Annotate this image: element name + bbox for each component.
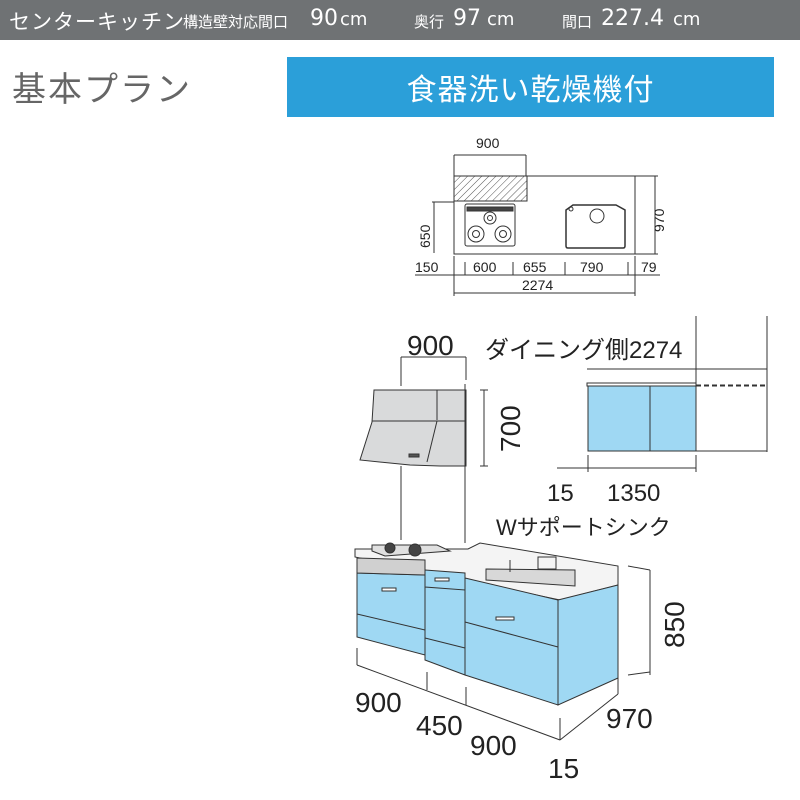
- top-hob-depth: 650: [417, 224, 433, 248]
- width-unit: cm: [340, 9, 368, 30]
- side-hood-width: 900: [407, 330, 454, 361]
- seg-150: 150: [415, 259, 439, 275]
- front-height: 850: [659, 601, 690, 648]
- range-hood: [359, 384, 467, 543]
- top-view-plan: 900 970 650: [415, 135, 667, 296]
- feature-banner: 食器洗い乾燥機付: [287, 57, 774, 117]
- depth-value: 97: [453, 6, 481, 31]
- kitchen-cabinet-iso: [354, 542, 619, 706]
- header-bar: センターキッチン 構造壁対応間口 90 cm 奥行 97 cm 間口 227.4…: [0, 0, 800, 40]
- seg-790: 790: [580, 259, 604, 275]
- seg-600: 600: [473, 259, 497, 275]
- top-hood-width: 900: [476, 135, 500, 151]
- depth-unit: cm: [487, 9, 515, 30]
- top-total-width: 2274: [522, 277, 553, 293]
- width-value: 90: [310, 6, 338, 31]
- kitchen-type-title: センターキッチン: [9, 10, 185, 34]
- top-depth-total: 970: [651, 208, 667, 232]
- front-seg-left: 900: [355, 687, 402, 718]
- dining-offset: 15: [547, 480, 574, 507]
- seg-655: 655: [523, 259, 547, 275]
- sink-label: Wサポートシンク: [496, 515, 671, 540]
- dining-side-view: [557, 316, 768, 472]
- plan-title: 基本プラン: [12, 70, 192, 110]
- sink-icon: [565, 204, 626, 249]
- front-seg-mid: 450: [416, 710, 463, 741]
- width-label: 構造壁対応間口: [183, 13, 289, 31]
- seg-79: 79: [641, 259, 657, 275]
- front-end-offset: 15: [548, 753, 579, 784]
- top-view-labels: 150 600 655 790 79 2274: [415, 259, 657, 293]
- frontage-value: 227.4: [601, 6, 664, 31]
- hood-dims: [400, 356, 488, 467]
- dining-side-label: ダイニング側2274: [485, 337, 682, 364]
- front-dims: [356, 565, 651, 741]
- side-hood-height: 700: [495, 405, 526, 452]
- hob-icon: [464, 203, 516, 247]
- dining-width: 1350: [607, 480, 660, 507]
- frontage-unit: cm: [673, 9, 701, 30]
- front-seg-right: 900: [470, 730, 517, 761]
- hood-hatch: [453, 175, 528, 202]
- frontage-label: 間口: [562, 13, 593, 31]
- depth-label: 奥行: [414, 13, 445, 31]
- front-depth: 970: [606, 703, 653, 734]
